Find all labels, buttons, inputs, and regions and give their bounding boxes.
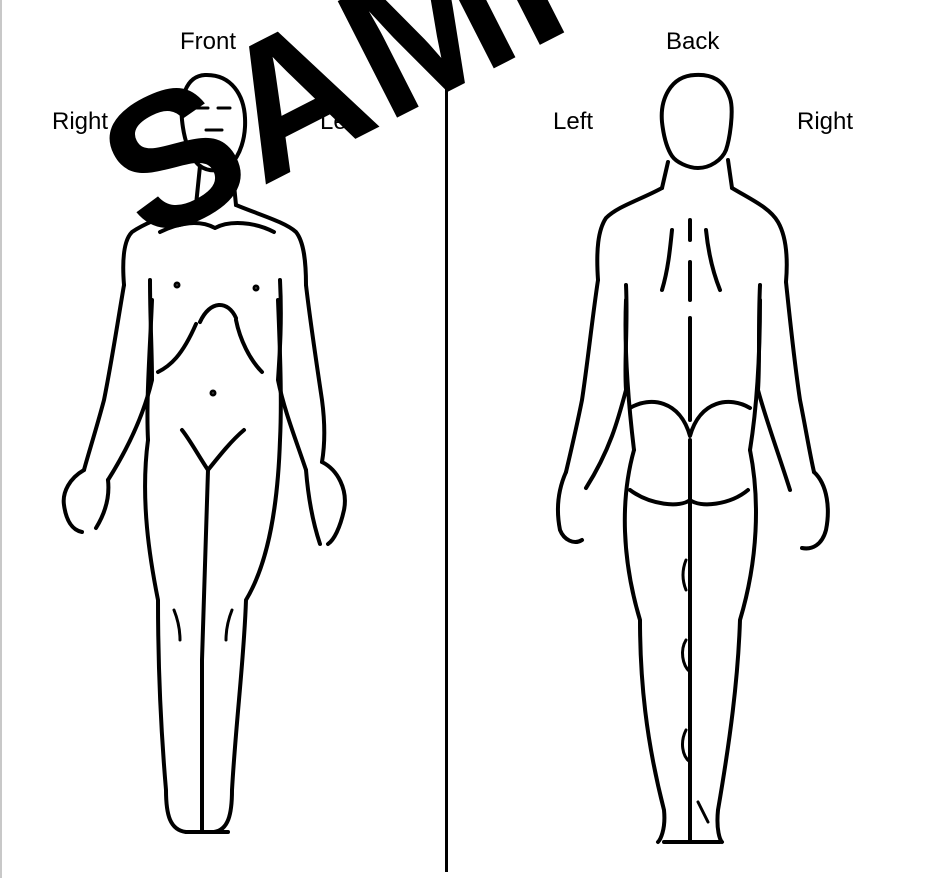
back-right-label: Right [797, 110, 853, 134]
front-left-label: Left [320, 110, 360, 134]
front-heading: Front [180, 30, 236, 54]
front-right-label: Right [52, 110, 108, 134]
back-left-label: Left [553, 110, 593, 134]
back-heading: Back [666, 30, 719, 54]
